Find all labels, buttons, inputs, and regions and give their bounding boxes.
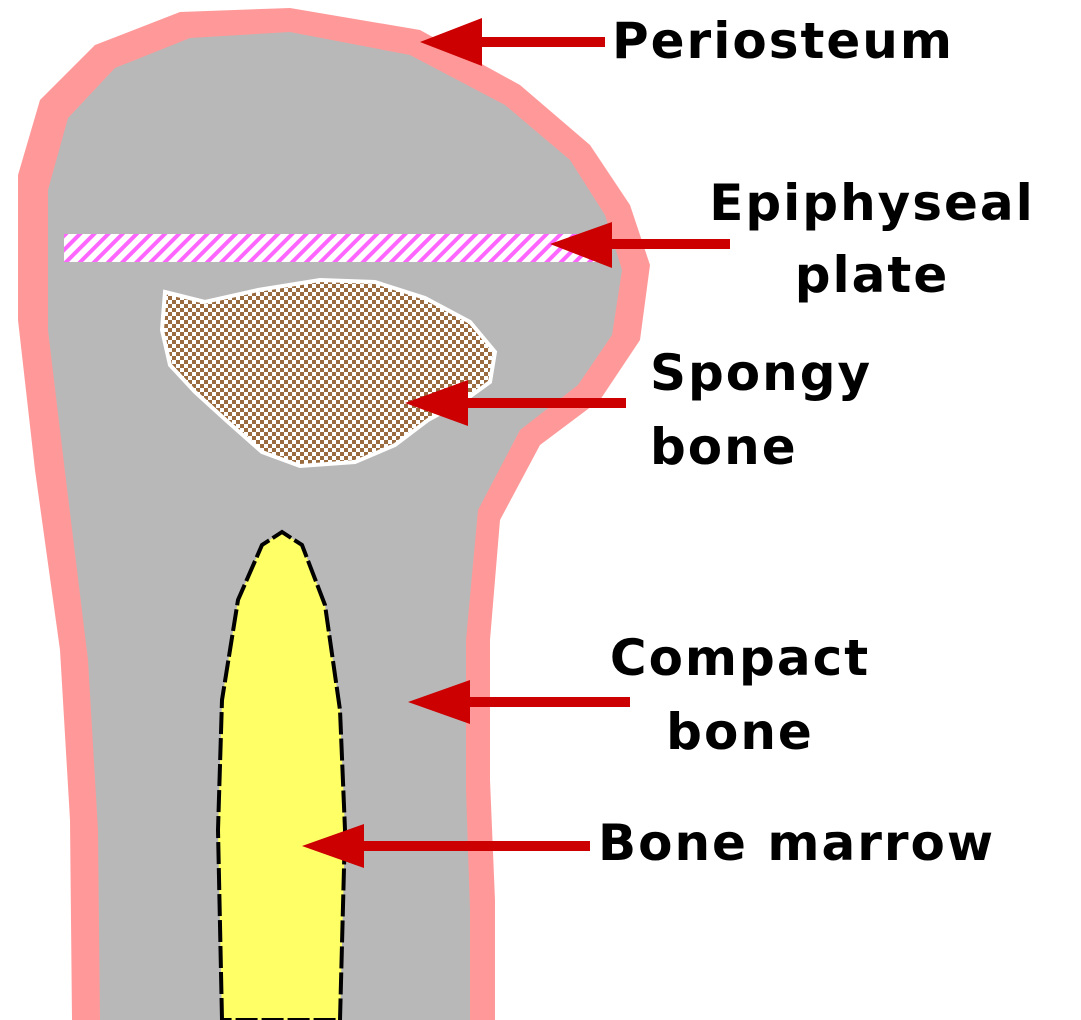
- label-compact-line2: bone: [585, 707, 895, 757]
- label-bone-marrow-text: Bone marrow: [598, 818, 995, 868]
- epiphyseal-plate: [64, 234, 612, 262]
- bone-marrow: [218, 532, 345, 1020]
- label-compact-line1: Compact: [585, 633, 895, 683]
- label-spongy-line1: Spongy: [650, 348, 872, 398]
- label-periosteum-text: Periosteum: [612, 16, 954, 66]
- label-bone-marrow: Bone marrow: [598, 818, 995, 868]
- label-epiphyseal-line2: plate: [672, 250, 1072, 300]
- label-spongy-bone: Spongy bone: [650, 348, 872, 472]
- label-periosteum: Periosteum: [612, 16, 954, 66]
- label-epiphyseal-plate: Epiphyseal plate: [672, 178, 1072, 300]
- label-epiphyseal-line1: Epiphyseal: [672, 178, 1072, 228]
- label-compact-bone: Compact bone: [585, 633, 895, 757]
- label-spongy-line2: bone: [650, 422, 872, 472]
